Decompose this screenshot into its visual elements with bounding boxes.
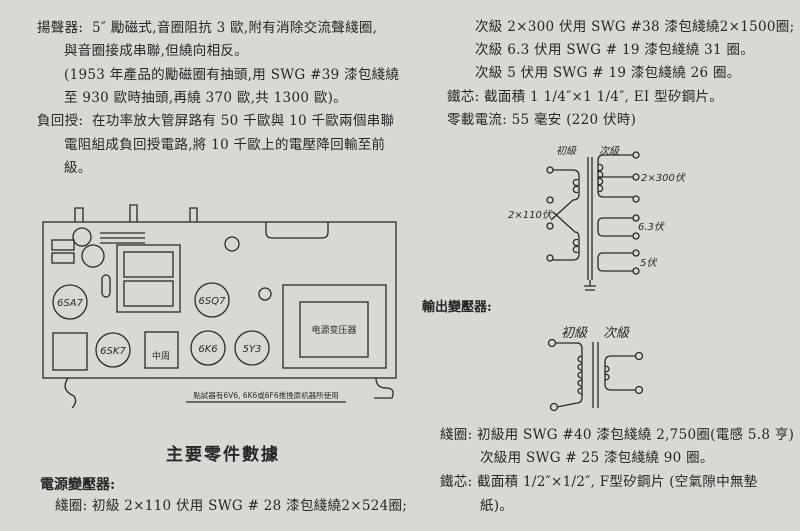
tube-socket-6k6	[190, 330, 226, 366]
tuning-capacitor-section	[123, 280, 174, 307]
terminal-strip	[51, 252, 75, 264]
output-transformer-schematic: 初級 次級	[547, 326, 644, 412]
filament-winding	[597, 217, 633, 237]
terminal	[549, 402, 559, 412]
power-transformer-label: 电源变压器	[311, 324, 356, 336]
terminal	[632, 151, 640, 159]
terminal	[546, 254, 554, 262]
primary-coils	[577, 355, 583, 395]
out-core-line: 紙)。	[480, 498, 514, 514]
tube-socket-6sk7	[95, 332, 131, 368]
terminal	[632, 173, 640, 181]
speaker-line: (1953 年產品的勵磁圈有抽頭,用 SWG #39 漆包綫繞	[64, 67, 400, 83]
hv-voltage-label: 2×300伏	[641, 172, 686, 184]
cables	[64, 377, 394, 409]
ground-symbol	[584, 280, 596, 291]
secondary-coils	[604, 365, 610, 381]
if-transformer-label: 中周	[152, 350, 170, 362]
secondary-winding	[604, 355, 636, 391]
grommet	[258, 287, 272, 301]
power-transformer-schematic: 初級 次級 2×110伏 2×300伏 6.3伏 5伏	[508, 145, 686, 291]
core-line: 鐵芯: 截面積 1 1/4″×1 1/4″, EI 型矽鋼片。	[447, 89, 724, 105]
speaker-line: 5″ 勵磁式,音圈阻抗 3 歐,附有消除交流聲綫圈,	[92, 20, 378, 36]
secondary-label: 次級	[603, 326, 630, 341]
chassis-cutout	[265, 222, 329, 239]
coil-line: 綫圈: 初級 2×110 伏用 SWG # 28 漆包綫繞2×524圈;	[55, 498, 408, 514]
primary-label: 初級	[556, 145, 577, 157]
chassis-outline	[42, 221, 397, 379]
out-core-line: 鐵芯: 截面積 1/2″×1/2″, F型矽鋼片 (空氣隙中無墊	[440, 474, 758, 490]
terminal	[632, 249, 640, 257]
speaker-line: 至 930 歐時抽頭,再繞 370 歐,共 1300 歐)。	[64, 90, 347, 106]
feedback-line: 電阻組成負回授電路,將 10 千歐上的電壓降回輸至前	[64, 137, 386, 153]
hv-secondary-winding	[597, 154, 633, 198]
knob-shafts	[74, 204, 198, 222]
core-lines	[587, 157, 593, 280]
primary-coils	[572, 178, 579, 254]
tube-label: 6SK7	[100, 346, 126, 357]
slot	[101, 274, 111, 298]
speaker-line: 與音圈接成串聯,但繞向相反。	[64, 43, 248, 59]
feedback-line: 級。	[64, 160, 92, 176]
if-transformer	[144, 331, 179, 369]
section-title: 主要零件數據	[166, 445, 280, 465]
volume-control	[81, 244, 105, 268]
filter-capacitor	[52, 332, 88, 371]
tube-label: 5Y3	[243, 344, 262, 355]
hv-coils	[597, 163, 604, 193]
pilot-socket	[72, 227, 92, 247]
primary-label: 初級	[561, 326, 588, 341]
terminal	[632, 232, 640, 240]
feedback-label: 負回授:	[37, 113, 84, 129]
feedback-line: 在功率放大管屏路有 50 千歐與 10 千歐兩個串聯	[92, 113, 395, 129]
terminal	[632, 267, 640, 275]
speaker-label: 揚聲器:	[37, 20, 84, 36]
terminal	[632, 214, 640, 222]
tube-label: 6SQ7	[199, 296, 227, 307]
grommet	[224, 236, 240, 252]
terminal	[546, 166, 554, 174]
chassis-diagram: 6SA7 6SQ7 6SK7 6K6 5Y3 中周 电源变压器 點試器有6V6,…	[42, 204, 397, 409]
power-transformer	[282, 284, 387, 369]
out-coil-line: 次級用 SWG # 25 漆包綫繞 90 圈。	[480, 450, 714, 466]
tube-socket-6sa7	[52, 284, 88, 320]
core-lines	[592, 342, 599, 408]
terminal	[634, 385, 644, 395]
primary-winding	[555, 342, 583, 408]
primary-winding	[550, 169, 580, 261]
rectifier-winding	[597, 252, 633, 272]
primary-voltage-label: 2×110伏	[508, 209, 553, 221]
secondary-line: 次級 2×300 伏用 SWG #38 漆包綫繞2×1500圈;	[475, 19, 795, 35]
terminal	[546, 222, 554, 230]
rectifier-voltage-label: 5伏	[640, 257, 657, 269]
terminal	[547, 338, 557, 348]
filament-voltage-label: 6.3伏	[638, 221, 665, 233]
secondary-line: 次級 6.3 伏用 SWG # 19 漆包綫繞 31 圈。	[475, 42, 755, 58]
dial-cord	[100, 232, 145, 244]
chassis-caption: 點試器有6V6, 6K6或6F6推挽原机器所使用	[193, 390, 338, 400]
out-coil-line: 綫圈: 初級用 SWG #40 漆包綫繞 2,750圈(電感 5.8 亨)	[440, 427, 795, 443]
output-transformer-heading: 輸出變壓器:	[422, 300, 492, 315]
tube-socket-6sq7	[194, 282, 230, 318]
power-transformer-heading: 電源變壓器:	[40, 477, 116, 493]
terminal-strip	[51, 239, 75, 251]
tube-label: 6K6	[198, 344, 217, 355]
noload-line: 零載電流: 55 毫安 (220 伏時)	[447, 112, 637, 128]
tuning-capacitor	[116, 244, 181, 313]
tube-label: 6SA7	[57, 298, 84, 309]
power-transformer-core	[299, 301, 369, 358]
secondary-line: 次級 5 伏用 SWG # 19 漆包綫繞 26 圈。	[475, 65, 741, 81]
tuning-capacitor-section	[123, 251, 174, 278]
tube-socket-5y3	[234, 330, 270, 366]
secondary-label: 次級	[599, 145, 620, 157]
terminal	[546, 196, 554, 204]
terminal	[632, 195, 640, 203]
terminal	[634, 351, 644, 361]
